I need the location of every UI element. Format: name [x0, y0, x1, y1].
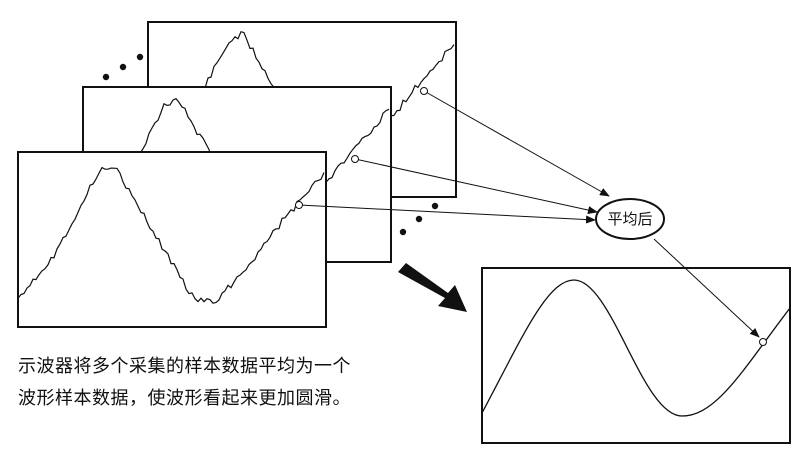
sample-marker-middle	[351, 155, 359, 163]
arrow-from-back-sample	[423, 90, 610, 197]
sample-marker-back	[420, 87, 428, 95]
sample-frame-front	[17, 151, 327, 328]
averaged-result-frame	[481, 267, 791, 444]
more-samples-dots-top	[102, 53, 144, 81]
caption: 示波器将多个采集的样本数据平均为一个 波形样本数据，使波形看起来更加圆滑。	[18, 351, 458, 415]
noisy-waveform-front	[18, 166, 325, 304]
result-block-arrow	[398, 263, 467, 312]
result-marker	[759, 338, 767, 346]
smooth-waveform	[482, 279, 790, 417]
arrow-to-result-point	[653, 238, 760, 338]
caption-line-1: 示波器将多个采集的样本数据平均为一个	[18, 356, 351, 377]
arrow-from-front-sample	[298, 204, 596, 224]
more-samples-dots-middle	[399, 202, 439, 236]
arrow-from-middle-sample	[354, 158, 598, 214]
sample-marker-front	[295, 201, 303, 209]
caption-line-2: 波形样本数据，使波形看起来更加圆滑。	[18, 388, 351, 409]
sample-point-arrows	[295, 87, 767, 346]
average-node: 平均后	[595, 198, 665, 240]
average-label: 平均后	[607, 210, 652, 228]
